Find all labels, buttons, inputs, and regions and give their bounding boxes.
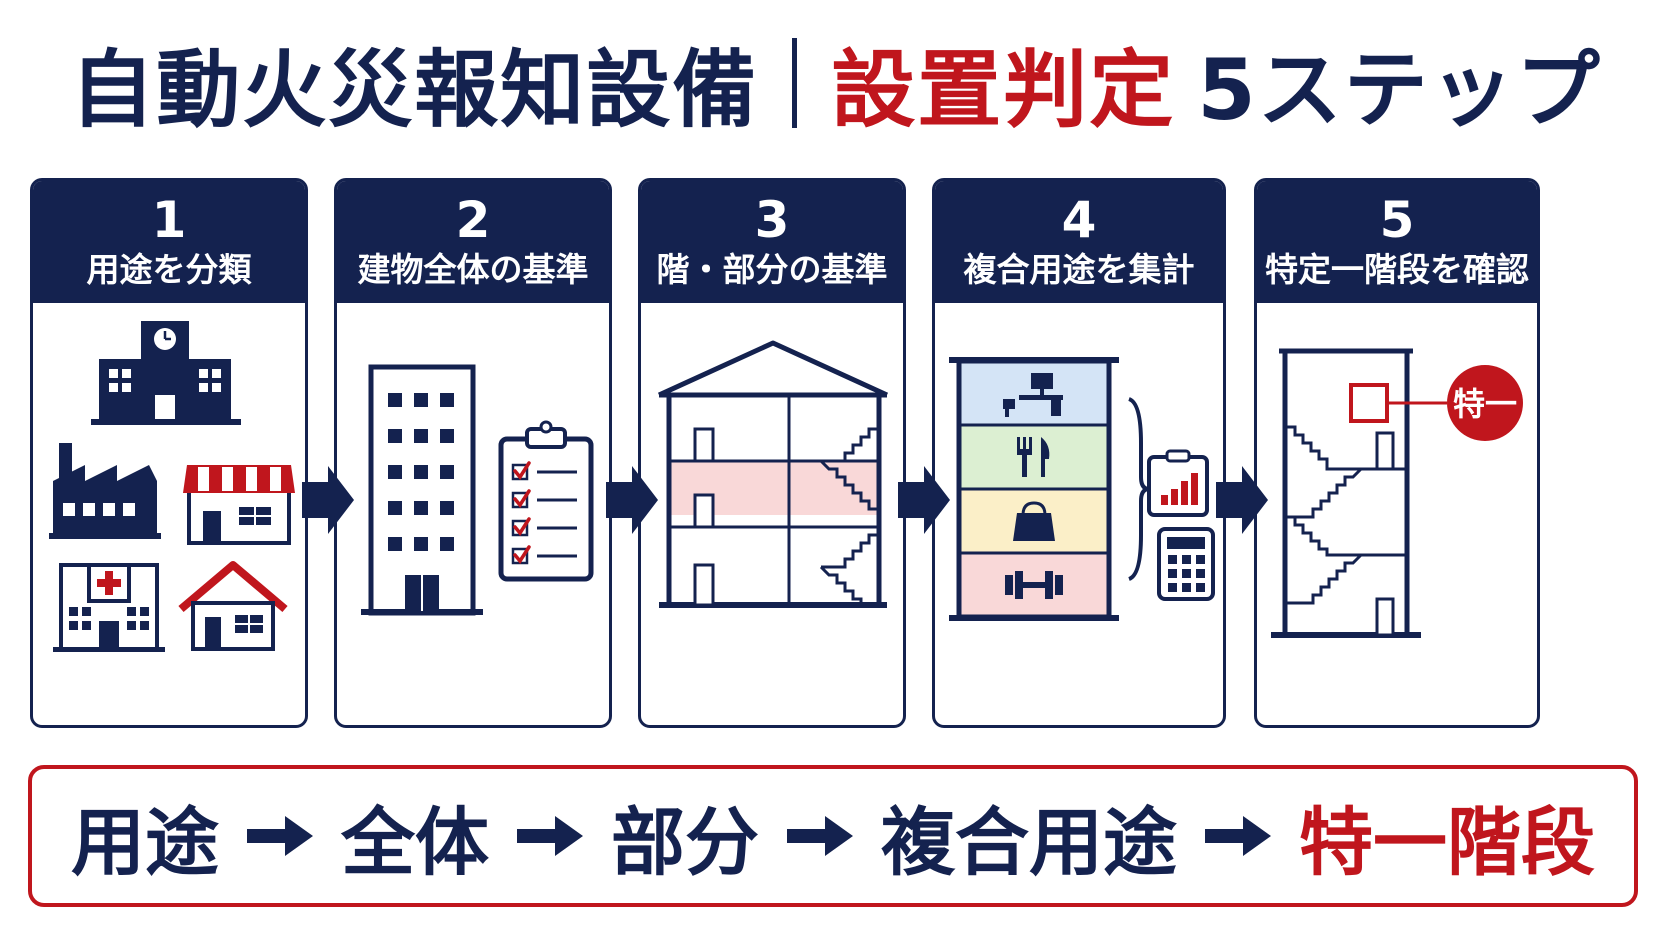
step-2-header: 2 建物全体の基準 [337, 181, 609, 303]
hospital-icon [53, 563, 165, 652]
arrow-right-icon [606, 466, 658, 534]
stair-building-icon: 特一 [1271, 348, 1523, 638]
step-2-card: 2 建物全体の基準 [334, 178, 612, 728]
summary-flow: 用途 全体 部分 複合用途 特一階段 [28, 765, 1638, 907]
office-desk-icon [1003, 373, 1063, 417]
arrow-right-icon [1216, 466, 1268, 534]
step-2-label: 建物全体の基準 [357, 250, 589, 289]
step-4-illustration [949, 357, 1215, 621]
summary-term-tokuichi: 特一階段 [1299, 799, 1595, 886]
summary-term-whole: 全体 [341, 799, 489, 886]
arrow-right-icon [247, 816, 313, 856]
summary-term-part: 部分 [611, 799, 759, 886]
arrow-right-icon [302, 466, 354, 534]
step-2-number: 2 [455, 191, 491, 249]
stairs-icon [819, 427, 877, 605]
shop-icon [183, 465, 295, 545]
title-divider [792, 38, 798, 128]
page-title: 自動火災報知設備 設置判定 5ステップ [0, 18, 1672, 148]
arrow-right-icon [517, 816, 583, 856]
house-cross-section-icon [657, 340, 889, 608]
title-steps: 5ステップ [1197, 40, 1602, 139]
school-icon [91, 321, 241, 425]
fork-knife-icon [1017, 437, 1050, 477]
step-3-number: 3 [754, 191, 790, 249]
office-building-icon [361, 364, 483, 616]
step-5-card: 5 特定一階段を確認 特一 [1254, 178, 1540, 728]
tokuichi-badge-label: 特一 [1453, 385, 1517, 423]
door-icon [1375, 431, 1395, 637]
step-1-card: 1 用途を分類 [30, 178, 308, 728]
step-1-number: 1 [151, 191, 187, 249]
step-3-card: 3 階・部分の基準 [638, 178, 906, 728]
step-5-label: 特定一階段を確認 [1265, 250, 1529, 289]
title-highlight: 設置判定 [831, 40, 1176, 139]
checklist-icon [498, 420, 594, 582]
step-1-illustration [49, 321, 295, 652]
step-4-header: 4 複合用途を集計 [935, 181, 1223, 303]
step-1-label: 用途を分類 [86, 250, 252, 289]
arrow-right-icon [1205, 816, 1271, 856]
tokuichi-badge [1447, 365, 1523, 441]
step-4-label: 複合用途を集計 [963, 250, 1195, 289]
step-3-header: 3 階・部分の基準 [641, 181, 903, 303]
calculator-icon [1157, 527, 1215, 601]
house-icon [178, 561, 288, 651]
step-1-header: 1 用途を分類 [33, 181, 305, 303]
arrow-right-icon [787, 816, 853, 856]
step-3-illustration [657, 340, 889, 608]
step-3-label: 階・部分の基準 [656, 250, 888, 289]
step-5-header: 5 特定一階段を確認 [1257, 181, 1537, 303]
highlight-box [1349, 383, 1389, 423]
step-5-number: 5 [1379, 191, 1415, 249]
title-main: 自動火災報知設備 [70, 40, 759, 139]
step-5-illustration: 特一 [1271, 348, 1523, 638]
arrow-right-icon [898, 466, 950, 534]
factory-icon [49, 443, 161, 539]
dumbbell-icon [1005, 571, 1063, 599]
step-4-number: 4 [1061, 191, 1097, 249]
chart-clipboard-icon [1147, 449, 1209, 517]
step-2-illustration [361, 364, 594, 616]
step-4-card: 4 複合用途を集計 [932, 178, 1226, 728]
shopping-bag-icon [1013, 501, 1055, 541]
summary-term-mixed: 複合用途 [881, 799, 1177, 886]
summary-term-usage: 用途 [71, 799, 219, 886]
bracket-icon [1128, 397, 1150, 581]
